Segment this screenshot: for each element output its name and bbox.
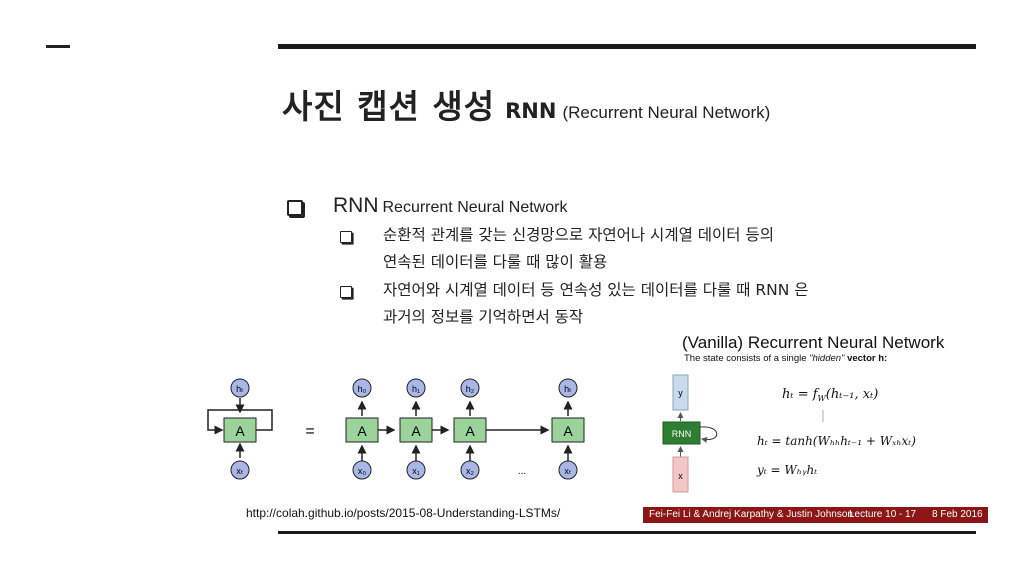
vanilla-rnn-diagram: y RNN x hₜ = fW(hₜ₋₁, xₜ) hₜ = tanh(Wₕₕh… [662, 374, 916, 493]
x-label: x₁ [412, 466, 420, 476]
rnn-box [662, 421, 701, 445]
footer-page: 17 [905, 509, 917, 520]
sub-bullet-2: 자연어와 시계열 데이터 등 연속성 있는 데이터를 다룰 때 RNN 은 과거… [383, 277, 808, 331]
y-box-label: y [678, 388, 683, 398]
title-korean: 사진 캡션 생성 [282, 87, 496, 126]
sub-bullet-1-line1: 순환적 관계를 갖는 신경망으로 자연어나 시계열 데이터 등의 [383, 226, 774, 244]
footer-lecture: Lecture 10 - [849, 509, 903, 520]
x-box-label: x [678, 471, 683, 481]
cell-label: A [235, 423, 245, 439]
sub-bullet-1-line2: 연속된 데이터를 다룰 때 많이 활용 [383, 253, 608, 271]
checkbox-bullet-icon [340, 231, 352, 243]
source-url: http://colah.github.io/posts/2015-08-Und… [246, 506, 561, 520]
cell-label: A [357, 423, 367, 439]
lecture-footer: Fei-Fei Li & Andrej Karpathy & Justin Jo… [643, 507, 988, 523]
bullet-main-label: RNN [333, 194, 379, 217]
title-rnn: RNN [505, 99, 557, 123]
sub-bullet-2-line2: 과거의 정보를 기억하면서 동작 [383, 308, 584, 326]
unrolled-cell: A h₀ x₀ [345, 378, 379, 480]
vanilla-rnn-title: (Vanilla) Recurrent Neural Network [682, 333, 945, 352]
vanilla-rnn-subtitle: The state consists of a single "hidden" … [684, 353, 888, 364]
rolled-rnn-cell: A hₜ xₜ [207, 378, 273, 480]
unrolled-cell: A h₁ x₁ [399, 378, 433, 480]
bottom-rule [278, 531, 976, 534]
footer-authors: Fei-Fei Li & Andrej Karpathy & Justin Jo… [649, 509, 853, 520]
equation-1: hₜ = fW(hₜ₋₁, xₜ) [782, 387, 878, 403]
cell-label: A [411, 423, 421, 439]
h-label: h₀ [358, 384, 367, 394]
x-label: xₜ [236, 466, 244, 476]
footer-date: 8 Feb 2016 [932, 509, 983, 520]
checkbox-bullet-icon [287, 200, 303, 216]
h-label: hₜ [236, 384, 244, 394]
equation-2: hₜ = tanh(Wₕₕhₜ₋₁ + Wₓₕxₜ) [757, 434, 916, 448]
unrolled-cell: A h₂ x₂ [453, 378, 487, 480]
slide-title: 사진 캡션 생성 RNN (Recurrent Neural Network) [282, 80, 770, 128]
x-label: x₀ [358, 466, 367, 476]
rnn-box-label: RNN [672, 429, 692, 439]
x-label: x₂ [466, 466, 475, 476]
x-label: xₜ [564, 466, 572, 476]
checkbox-bullet-icon [340, 286, 352, 298]
unrolled-cells: A h₀ x₀ A h₁ x₁ A h₂ x₂ . [345, 378, 585, 480]
cell-label: A [563, 423, 573, 439]
sub-bullet-1: 순환적 관계를 갖는 신경망으로 자연어나 시계열 데이터 등의 연속된 데이터… [383, 222, 774, 276]
title-full-name: (Recurrent Neural Network) [562, 103, 771, 122]
x-box [672, 456, 689, 493]
equals-sign: = [305, 423, 314, 440]
ellipsis: ... [518, 466, 526, 477]
equation-3: yₜ = Wₕᵧhₜ [756, 463, 817, 477]
y-box [672, 374, 689, 411]
h-label: h₂ [466, 384, 475, 394]
cell-label: A [465, 423, 475, 439]
bullet-main-sub: Recurrent Neural Network [382, 199, 568, 216]
rnn-unrolled-diagram: A hₜ xₜ = A h₀ x₀ A h₁ x₁ [207, 378, 585, 480]
sub-bullet-2-line1: 자연어와 시계열 데이터 등 연속성 있는 데이터를 다룰 때 RNN 은 [383, 281, 809, 299]
unrolled-cell: A hₜ xₜ [551, 378, 585, 480]
h-label: hₜ [564, 384, 572, 394]
corner-dash [46, 45, 70, 48]
top-rule [278, 44, 976, 49]
h-label: h₁ [412, 384, 420, 394]
